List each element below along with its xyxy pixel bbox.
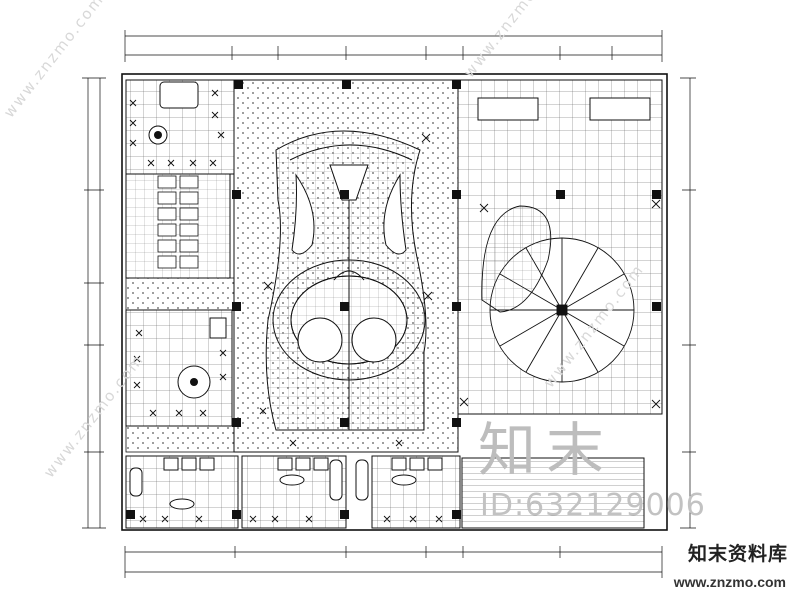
- brand-name: 知末资料库: [685, 539, 790, 566]
- column-icon: [126, 80, 661, 519]
- spiral-stair-icon: [481, 205, 635, 383]
- dimension-lines: [82, 30, 696, 578]
- main-hall: [457, 79, 663, 415]
- plant-icon: [129, 89, 661, 523]
- toilet-rooms: [125, 79, 235, 427]
- brand-url: www.znzmo.com: [673, 574, 786, 590]
- bottom-rooms: [125, 455, 645, 529]
- central-feature: [265, 130, 427, 431]
